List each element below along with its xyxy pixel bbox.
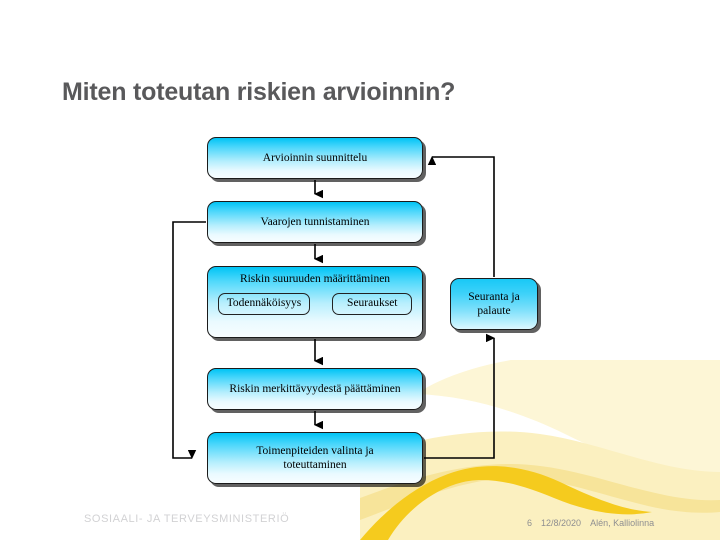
risk-magnitude-content: Riskin suuruuden määrittäminen Todennäkö…	[208, 267, 422, 337]
flowchart-node-planning[interactable]: Arvioinnin suunnittelu	[207, 137, 423, 179]
subnode-probability[interactable]: Todennäköisyys	[217, 293, 311, 316]
risk-magnitude-subnodes: Todennäköisyys Seuraukset	[217, 293, 413, 316]
footer-slide-number: 6	[527, 518, 533, 528]
node-label-measures-line1: Toimenpiteiden valinta ja	[256, 444, 374, 457]
flowchart-node-hazard-identification[interactable]: Vaarojen tunnistaminen	[207, 201, 423, 243]
edge-hazards-to-measures-loop	[172, 221, 206, 459]
node-label-magnitude: Riskin suuruuden määrittäminen	[239, 273, 391, 285]
node-label-monitoring-line2: palaute	[477, 305, 511, 317]
flowchart-node-measures[interactable]: Toimenpiteiden valinta ja toteuttaminen	[207, 432, 423, 484]
edge-measures-to-monitoring	[424, 333, 495, 459]
node-label-measures-line2: toteuttaminen	[283, 459, 347, 471]
footer-metadata: 6 12/8/2020 Alén, Kalliolinna	[527, 518, 654, 528]
subnode-consequences[interactable]: Seuraukset	[332, 293, 413, 316]
flowchart-node-monitoring-feedback[interactable]: Seuranta ja palaute	[450, 278, 538, 330]
footer-date: 12/8/2020	[541, 518, 582, 528]
node-label-hazards: Vaarojen tunnistaminen	[260, 215, 370, 228]
node-label-planning: Arvioinnin suunnittelu	[262, 151, 368, 164]
footer-authors: Alén, Kalliolinna	[590, 518, 655, 528]
edge-monitoring-to-planning	[427, 156, 495, 277]
page-title: Miten toteutan riskien arvioinnin?	[62, 78, 456, 106]
footer-organization: SOSIAALI- JA TERVEYSMINISTERIÖ	[84, 513, 290, 525]
node-label-measures: Toimenpiteiden valinta ja toteuttaminen	[250, 444, 379, 473]
flowchart-node-significance-decision[interactable]: Riskin merkittävyydestä päättäminen	[207, 368, 423, 410]
node-label-decision: Riskin merkittävyydestä päättäminen	[229, 382, 401, 395]
node-label-monitoring: Seuranta ja palaute	[462, 290, 525, 319]
node-label-monitoring-line1: Seuranta ja	[468, 290, 520, 303]
flowchart-node-risk-magnitude[interactable]: Riskin suuruuden määrittäminen Todennäkö…	[207, 266, 423, 338]
